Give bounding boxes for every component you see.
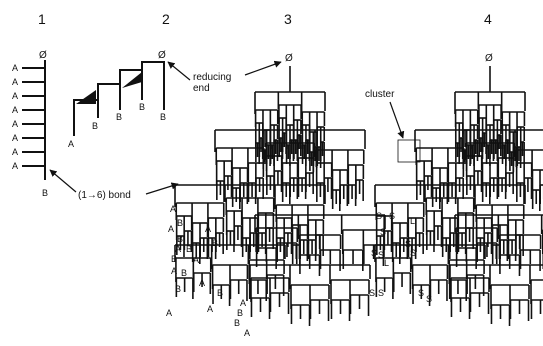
reducing-end-arrow-left xyxy=(167,61,191,81)
panel-1-number: 1 xyxy=(38,11,46,27)
svg-text:S: S xyxy=(410,248,416,258)
panel-4-number: 4 xyxy=(484,11,492,27)
svg-text:B: B xyxy=(139,102,145,112)
panel-1-b-label: B xyxy=(42,188,48,198)
svg-text:S: S xyxy=(405,239,411,249)
cluster-box xyxy=(397,139,421,163)
svg-text:B: B xyxy=(116,112,122,122)
svg-text:S: S xyxy=(418,288,424,298)
svg-text:A: A xyxy=(175,244,181,254)
svg-text:A: A xyxy=(171,266,177,276)
panel-4-tree xyxy=(374,66,543,326)
panel-2-reducing-end: Ø xyxy=(158,50,166,61)
panel-3-number: 3 xyxy=(284,11,292,27)
svg-text:A: A xyxy=(199,278,205,288)
svg-text:A: A xyxy=(12,119,18,129)
svg-text:S: S xyxy=(369,288,375,298)
svg-text:B: B xyxy=(92,121,98,131)
panel-3-reducing-end: Ø xyxy=(285,53,293,64)
svg-text:S: S xyxy=(371,248,377,258)
svg-text:B: B xyxy=(177,234,183,244)
svg-text:A: A xyxy=(244,328,250,338)
reducing-end-arrow-right xyxy=(244,60,282,76)
svg-text:A: A xyxy=(68,139,74,149)
svg-text:L: L xyxy=(410,216,415,226)
svg-text:A: A xyxy=(12,105,18,115)
svg-text:B: B xyxy=(181,268,187,278)
panel-2-number: 2 xyxy=(162,11,170,27)
svg-text:A: A xyxy=(170,204,176,214)
svg-text:B: B xyxy=(177,218,183,228)
svg-text:B: B xyxy=(234,318,240,328)
svg-text:B: B xyxy=(175,284,181,294)
panel-2-chain xyxy=(73,61,165,136)
panel-1-chain xyxy=(22,60,46,180)
panel-3-tree xyxy=(174,66,386,326)
svg-text:B: B xyxy=(212,238,218,248)
svg-text:B: B xyxy=(160,112,166,122)
panel-2-branch-markers xyxy=(76,72,142,104)
svg-text:A: A xyxy=(193,255,199,265)
svg-text:A: A xyxy=(240,298,246,308)
panel-1-a-labels: A A A A A A A A xyxy=(12,63,18,171)
panel-4-reducing-end: Ø xyxy=(485,53,493,64)
svg-text:A: A xyxy=(12,147,18,157)
svg-text:S: S xyxy=(376,211,382,221)
svg-text:B: B xyxy=(171,254,177,264)
panel-1-reducing-end: Ø xyxy=(39,50,47,61)
svg-text:S: S xyxy=(426,294,432,304)
bond-label: (1→6) bond xyxy=(78,190,131,201)
cluster-label: cluster xyxy=(365,89,395,100)
svg-text:A: A xyxy=(205,224,211,234)
cluster-arrow xyxy=(389,101,405,139)
bond-arrow-right xyxy=(145,182,179,195)
svg-text:B: B xyxy=(186,244,192,254)
svg-text:S: S xyxy=(380,227,386,237)
svg-text:S: S xyxy=(389,211,395,221)
svg-text:A: A xyxy=(166,308,172,318)
reducing-end-label: reducing end xyxy=(193,72,234,94)
panel-4-chain-labels: S S L S S S L S S S S S S xyxy=(369,211,432,304)
panel-3-chain-labels: A A B B A B A B A B A B A B A A B B A A … xyxy=(166,204,250,338)
svg-text:B: B xyxy=(217,288,223,298)
panel-2-labels: A B B B B xyxy=(68,102,166,149)
svg-text:A: A xyxy=(12,133,18,143)
svg-text:A: A xyxy=(12,77,18,87)
svg-text:A: A xyxy=(12,63,18,73)
svg-text:A: A xyxy=(168,224,174,234)
bond-arrow-left xyxy=(49,169,77,193)
svg-text:A: A xyxy=(207,304,213,314)
svg-text:S: S xyxy=(378,250,384,260)
svg-text:A: A xyxy=(12,161,18,171)
svg-text:S: S xyxy=(378,288,384,298)
svg-text:L: L xyxy=(384,258,389,268)
svg-text:A: A xyxy=(12,91,18,101)
svg-text:B: B xyxy=(237,308,243,318)
